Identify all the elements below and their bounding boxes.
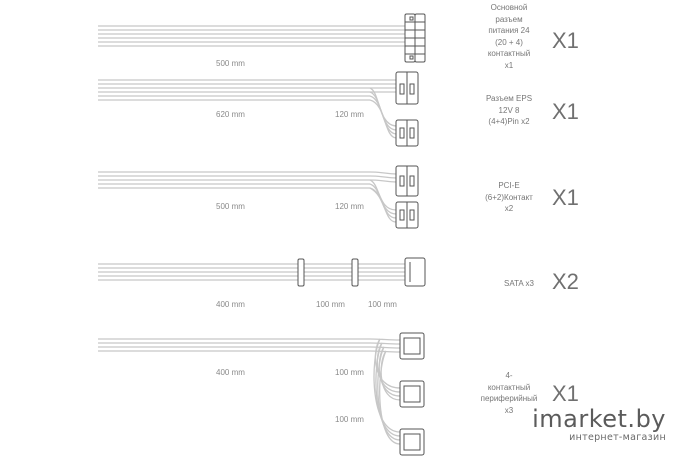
length-label-eps-main: 620 mm [216,110,245,119]
length-label-molex-main: 400 mm [216,368,245,377]
length-label-molex-seg1: 100 mm [335,368,364,377]
quantity-eps-8pin: X1 [552,99,579,124]
cable-molex [98,332,425,456]
watermark-tagline: интернет-магазин [569,432,666,443]
length-label-sata-seg2: 100 mm [368,300,397,309]
eps-8pin-connector-icon [395,71,419,147]
description-atx-24pin: Основной разъем питания 24 (20 + 4) конт… [487,3,531,70]
atx-24pin-connector-icon [404,13,426,63]
description-molex: 4- контактный периферийный x3 [480,371,538,415]
cable-sata [98,257,426,287]
length-label-pcie-branch: 120 mm [335,202,364,211]
description-eps-8pin: Разъем EPS 12V 8 (4+4)Pin x2 [485,94,533,126]
length-label-sata-main: 400 mm [216,300,245,309]
cable-eps-8pin [98,71,419,147]
description-sata: SATA x3 [504,279,534,288]
description-pcie: PCI-E (6+2)Контакт x2 [485,181,533,213]
sata-connector-icon [297,257,426,287]
cable-atx-24pin [98,13,426,63]
length-label-sata-seg1: 100 mm [316,300,345,309]
cable-pcie-6plus2 [98,165,419,229]
quantity-pcie: X1 [552,185,579,210]
molex-connector-icon [399,332,425,456]
length-label-molex-seg2: 100 mm [335,415,364,424]
pcie-8pin-connector-icon [395,165,419,229]
watermark-brand: imarket.by [532,405,666,433]
quantity-sata: X2 [552,269,579,294]
length-label-pcie-main: 500 mm [216,202,245,211]
watermark: imarket.by интернет-магазин [532,406,666,443]
quantity-molex: X1 [552,381,579,406]
quantity-atx-24pin: X1 [552,28,579,53]
length-label-eps-branch: 120 mm [335,110,364,119]
length-label-atx-main: 500 mm [216,59,245,68]
